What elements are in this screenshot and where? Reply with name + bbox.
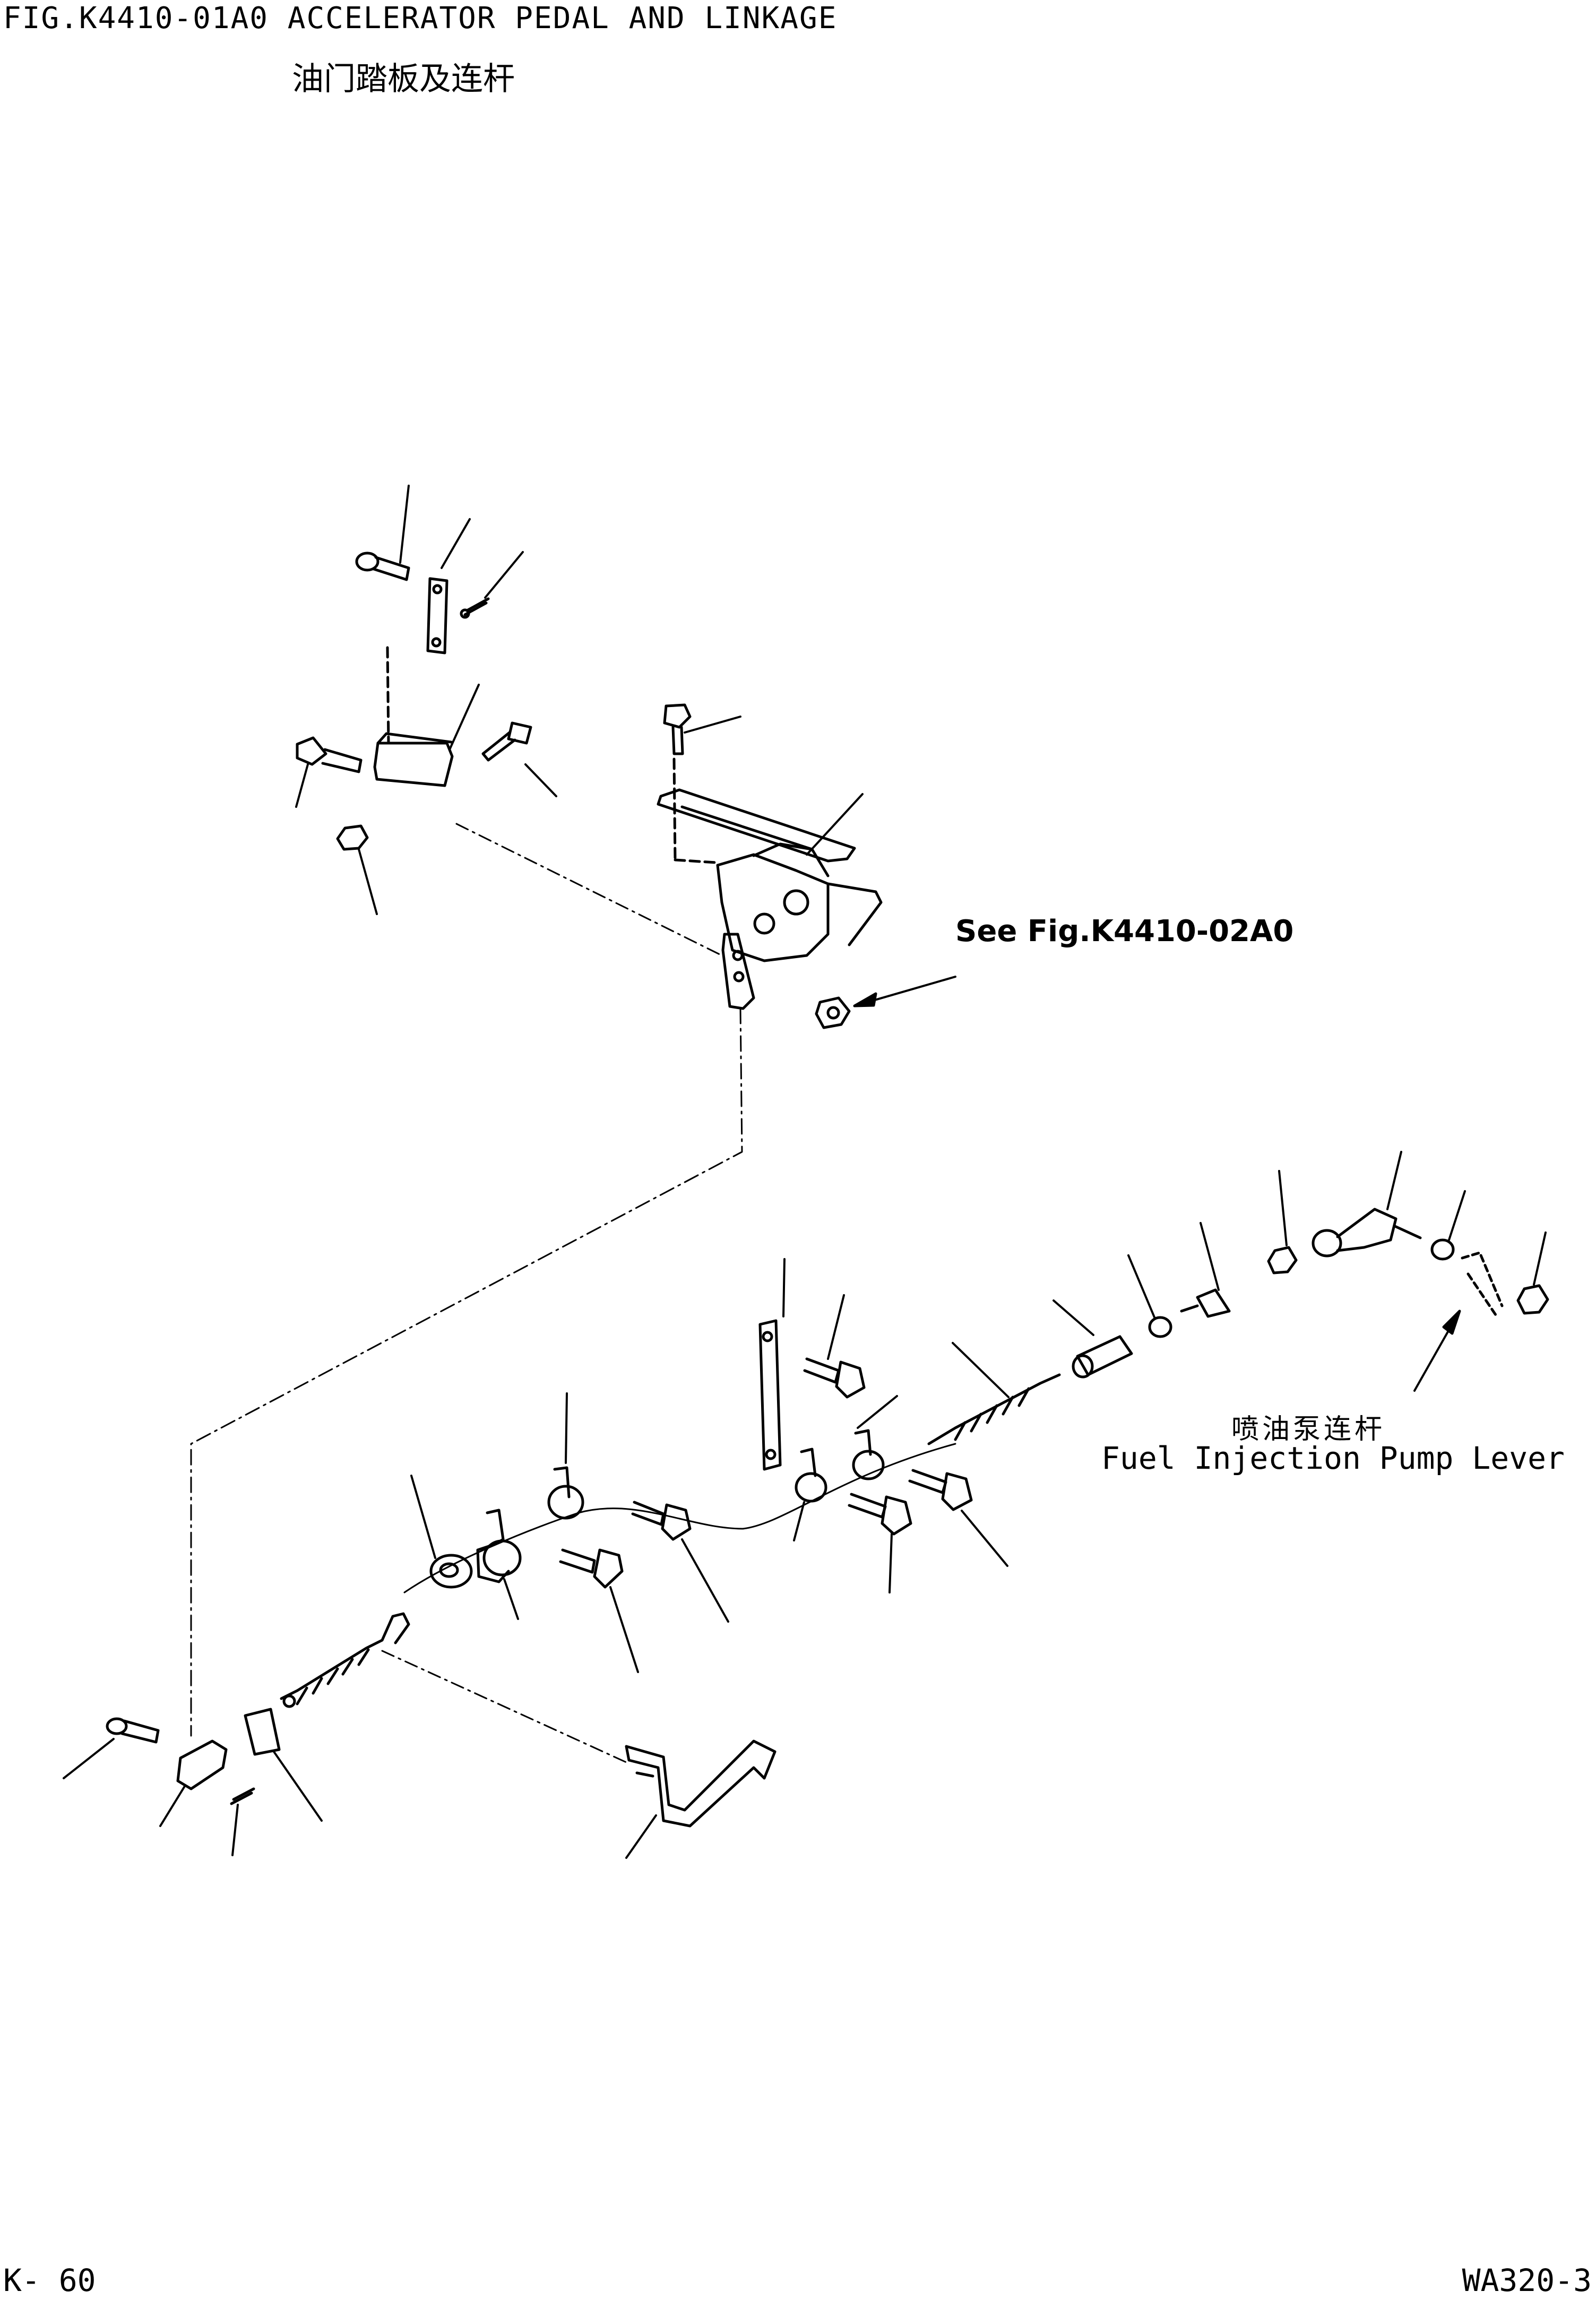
lower-rod-end-part <box>280 1612 410 1708</box>
flange-bolt-mid-2 <box>631 1501 729 1623</box>
clamp-left-part <box>476 1509 522 1620</box>
linkage-rod-line <box>190 1007 743 1737</box>
pedal-plate-part <box>657 788 856 863</box>
fuel-pump-lever-label-en: Fuel Injection Pump Lever <box>1101 1440 1565 1476</box>
flange-bolt-mid-1 <box>559 1548 639 1673</box>
nut-part <box>336 824 378 915</box>
control-cable <box>403 1443 956 1593</box>
ball-joint-part <box>1312 1151 1422 1257</box>
cotter-pin-part <box>460 551 524 619</box>
cable-clamp-group <box>403 1151 1549 1673</box>
figure-title: FIG.K4410-01A0 ACCELERATOR PEDAL AND LIN… <box>3 1 838 36</box>
flange-bolt-right-1 <box>848 1493 912 1593</box>
link-plate-part <box>426 518 471 654</box>
figure-subtitle-cn: 油门踏板及连杆 <box>292 61 515 98</box>
bolt-right-part <box>481 721 557 797</box>
flange-bolt-right-2 <box>908 1469 1008 1567</box>
pedal-nut-part <box>815 996 851 1029</box>
small-nut-1-part <box>1127 1254 1172 1338</box>
lower-plate-part <box>244 1708 323 1822</box>
model-number: WA320-3 <box>1462 2262 1592 2298</box>
upright-bolt-part <box>803 1294 866 1399</box>
coupler-sleeve-part <box>1053 1299 1133 1379</box>
see-figure-reference: See Fig.K4410-02A0 <box>955 914 1294 949</box>
pump-lever-end-part <box>1461 1251 1504 1318</box>
accelerator-pedal-assembly <box>657 703 956 1029</box>
lower-clevis-pin-part <box>63 1717 160 1779</box>
clamp-upper-part <box>547 1392 584 1520</box>
end-nut-part <box>1516 1231 1549 1315</box>
lower-cotter-pin-part <box>230 1787 255 1856</box>
fuel-pump-lever-label-cn: 喷油泵连杆 <box>1231 1414 1386 1445</box>
lower-bracket-part <box>625 1739 777 1859</box>
assembly-line <box>455 823 723 957</box>
lower-clevis-part <box>159 1739 228 1827</box>
stud-part <box>1180 1222 1231 1318</box>
upright-plate-part <box>758 1258 786 1471</box>
small-nut-2-part <box>1267 1170 1298 1274</box>
upper-mounting-bracket-group <box>295 485 557 915</box>
page-number: K- 60 <box>3 2262 96 2298</box>
upper-adjuster-rod-part <box>927 1342 1061 1445</box>
clamp-right-1-part <box>793 1448 827 1541</box>
washer-part <box>1430 1190 1466 1261</box>
clamp-right-2-part <box>852 1395 898 1480</box>
pedal-bolt-part <box>663 703 741 755</box>
lower-clevis-group <box>63 1612 410 1856</box>
mounting-bracket-part <box>373 684 480 787</box>
bolt-left-part <box>295 736 363 808</box>
clevis-pin-part <box>355 485 410 581</box>
